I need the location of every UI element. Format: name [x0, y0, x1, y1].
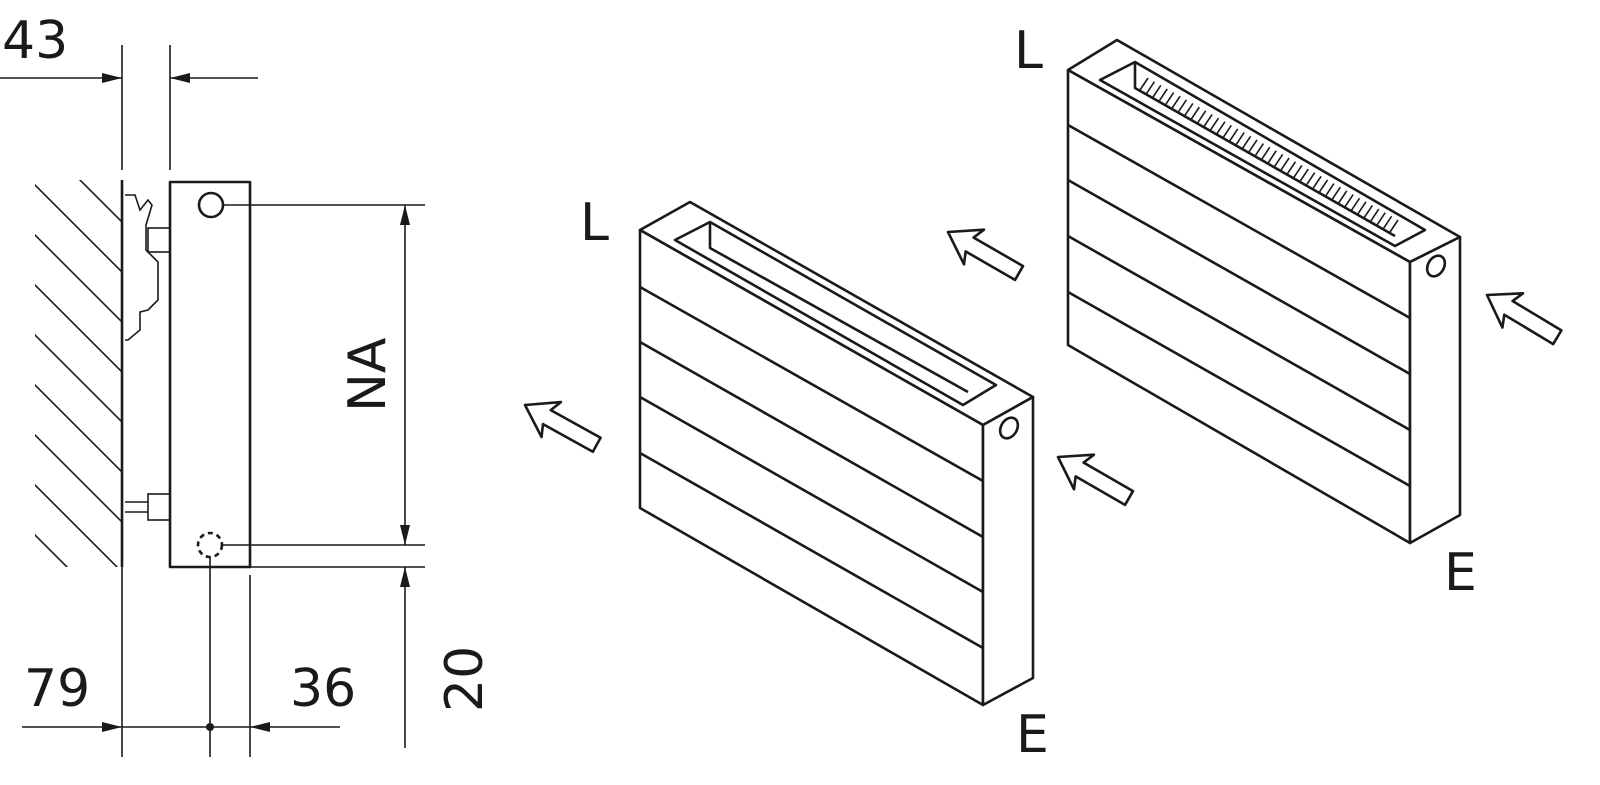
rear-radiator-isometric: L E	[1014, 21, 1477, 603]
port-icon	[1425, 254, 1447, 278]
airflow-arrow-icon	[936, 213, 1031, 292]
grille-fin	[1389, 219, 1399, 233]
top-slot	[673, 220, 998, 407]
dim-79-label: 79	[24, 659, 90, 719]
grille-fin	[1171, 95, 1181, 109]
grille-fin	[1152, 84, 1162, 98]
grille-fin	[1241, 135, 1252, 149]
side-face	[981, 395, 1035, 707]
grille-fin	[1325, 183, 1335, 197]
dimension-20: 20	[400, 567, 495, 748]
grille-fin	[1370, 208, 1380, 222]
grille-fin	[1338, 190, 1348, 204]
grille-fin	[1363, 204, 1374, 218]
wall-bracket	[125, 194, 159, 341]
grille-fin	[1357, 201, 1367, 215]
grille-fin	[1158, 88, 1168, 102]
front-inlet-label: L	[580, 193, 609, 253]
grille-fin	[1177, 99, 1188, 113]
dimension-43: 43	[0, 11, 258, 170]
side-face	[1408, 235, 1462, 545]
upper-connector	[147, 227, 171, 253]
rear-inlet-label: L	[1014, 21, 1043, 81]
grille-fins	[1139, 77, 1399, 233]
grille-fin	[1235, 132, 1245, 146]
grille-fin	[1203, 113, 1213, 127]
grille-fin	[1293, 164, 1303, 178]
grille-fin	[1139, 77, 1149, 91]
dimension-79-36: 79 36	[22, 557, 356, 757]
grille-fin	[1184, 103, 1194, 116]
grille-fin	[1344, 194, 1354, 207]
wall-hatching	[35, 180, 122, 567]
front-radiator-isometric: L E	[580, 193, 1049, 765]
upper-port	[197, 191, 225, 219]
grille-fin	[1197, 110, 1207, 124]
grille-fin	[1350, 197, 1361, 211]
grille-fin	[1382, 215, 1393, 229]
grille-fin	[1248, 139, 1258, 153]
grille-fin	[1222, 124, 1232, 138]
grille-fin	[1229, 128, 1239, 142]
grille-fin	[1190, 106, 1200, 120]
grille-fin	[1318, 179, 1329, 193]
airflow-arrow-icon	[1046, 438, 1141, 517]
grille-fin	[1261, 146, 1271, 160]
front-outlet-label: E	[1016, 705, 1049, 765]
grille-fin	[1209, 117, 1220, 131]
grille-fin	[1299, 168, 1309, 182]
port-icon	[998, 416, 1020, 440]
radiator-side-profile	[168, 180, 252, 569]
grille-fin	[1164, 92, 1175, 106]
airflow-arrow-icon	[514, 386, 608, 464]
side-view: 43 NA 20 79 36	[0, 11, 495, 757]
grille-fin	[1216, 121, 1226, 135]
dim-20-label: 20	[435, 646, 495, 712]
grille-fin	[1267, 150, 1277, 164]
dim-43-label: 43	[2, 11, 68, 71]
grille-fin	[1145, 81, 1156, 95]
grille-fin	[1312, 175, 1322, 189]
airflow-arrow-icon	[1475, 276, 1569, 356]
grille-fin	[1273, 154, 1284, 167]
dim-36-label: 36	[290, 659, 356, 719]
grille-fin	[1306, 172, 1316, 186]
lower-port-hidden	[196, 531, 224, 559]
grille-fin	[1376, 212, 1386, 226]
grille-fin	[1286, 161, 1297, 175]
rear-outlet-label: E	[1444, 543, 1477, 603]
grille-fin	[1331, 186, 1341, 200]
grille-fin	[1254, 143, 1265, 156]
dimension-na: NA	[222, 204, 425, 568]
dim-na-label: NA	[338, 337, 398, 412]
grille-fin	[1280, 157, 1290, 171]
lower-connector	[147, 493, 171, 521]
